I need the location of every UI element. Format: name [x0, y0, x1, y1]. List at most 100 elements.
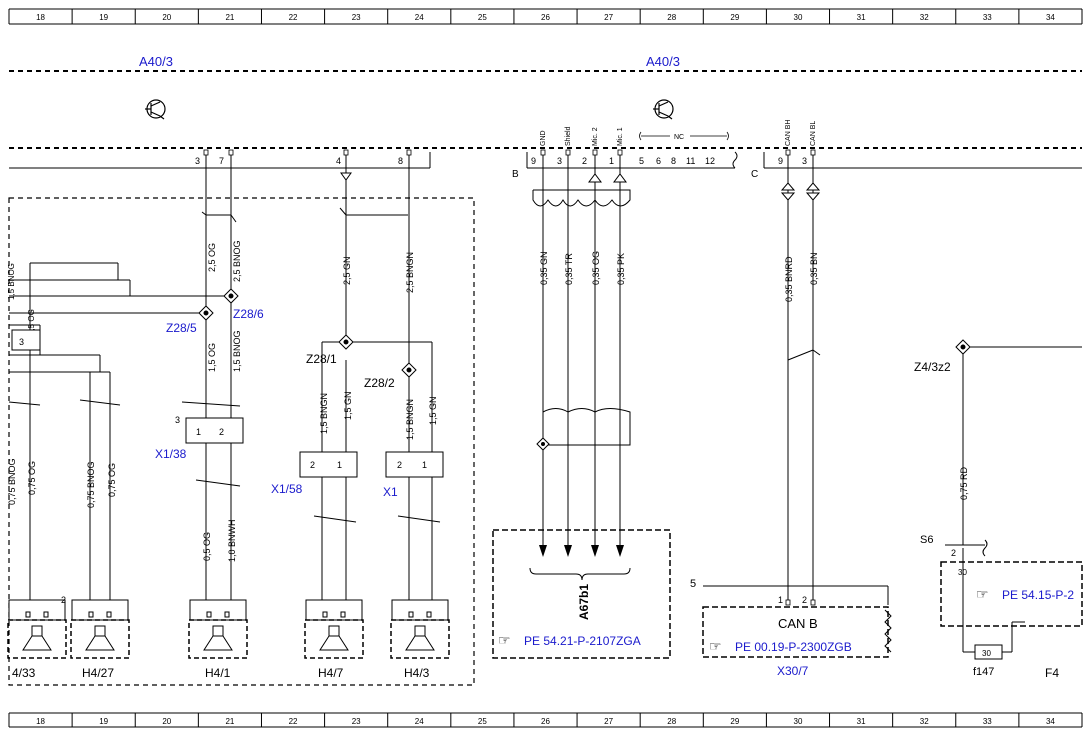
speaker-enclosure	[8, 197, 475, 686]
pin-label: 4	[336, 156, 341, 166]
pin-label: 3	[195, 156, 200, 166]
pin-label: 30	[958, 568, 967, 577]
speaker-label: H4/7	[318, 666, 344, 680]
pin-label: 9	[778, 156, 783, 166]
grid-bottom	[9, 712, 1082, 728]
nc-bracket	[639, 131, 729, 141]
module-label-right: A40/3	[646, 54, 680, 69]
nc-label: NC	[674, 134, 684, 141]
a67b1-brace	[529, 567, 631, 581]
signal-label: CAN BH	[785, 120, 792, 146]
grid-column-label: 26	[541, 13, 550, 22]
pin-label: 3	[19, 337, 24, 347]
node-label: Z28/5	[166, 321, 197, 335]
grid-column-label: 21	[225, 13, 234, 22]
svg-text:☞: ☞	[498, 632, 511, 648]
node-label: Z4/3z2	[914, 360, 951, 374]
connector-label: X1	[383, 485, 398, 499]
grid-column-label: 29	[730, 13, 739, 22]
wire-label: 2,5 BNOG	[232, 240, 242, 282]
hand-pointer-icon: ☞	[498, 632, 511, 648]
signal-label: Mic. 2	[592, 127, 599, 146]
grid-column-label: 18	[36, 717, 45, 726]
connector-label: X30/7	[777, 664, 809, 678]
grid-column-label: 25	[478, 717, 487, 726]
fuse-f147	[974, 644, 1003, 660]
node-label: Z28/6	[233, 307, 264, 321]
right-block-box	[940, 561, 1083, 627]
grid-column-label: 20	[162, 717, 171, 726]
grid-column-label: 34	[1046, 717, 1055, 726]
wire-label: 0,35 GN	[539, 251, 549, 285]
hand-pointer-icon: ☞	[709, 638, 722, 654]
grid-column-label: 31	[857, 717, 866, 726]
transistor-icon	[653, 99, 674, 120]
can-b-break	[884, 609, 892, 653]
can-b-box	[702, 606, 889, 658]
svg-text:☞: ☞	[976, 586, 989, 602]
can-b-ref-link[interactable]: PE 00.19-P-2300ZGB	[735, 640, 852, 654]
wire-label: 0,35 PK	[616, 253, 626, 285]
speaker-label: H4/1	[205, 666, 231, 680]
speaker-label: H4/27	[82, 666, 114, 680]
pin-label: 3	[557, 156, 562, 166]
pin-label: 1	[337, 460, 342, 470]
pin-label: 6	[656, 156, 661, 166]
wire-lines	[8, 155, 1082, 653]
pin-label: 12	[705, 156, 715, 166]
wire-label: 1,5 BNOG	[232, 330, 242, 372]
speaker-icon	[304, 599, 364, 659]
pin-label: 9	[531, 156, 536, 166]
pin-marker	[785, 599, 791, 606]
grid-column-label: 30	[794, 717, 803, 726]
wire-label: 0,75 RD	[959, 466, 969, 500]
grid-column-label: 23	[352, 717, 361, 726]
grid-column-label: 23	[352, 13, 361, 22]
can-b-label: CAN B	[778, 616, 818, 631]
node-label: Z28/1	[306, 352, 337, 366]
pin-label: 11	[686, 156, 695, 166]
right-ref-link[interactable]: PE 54.15-P-2	[1002, 588, 1074, 602]
wire-label: 1,5 OG	[27, 309, 36, 335]
connector-label: X1/58	[271, 482, 303, 496]
speaker-label: H4/3	[404, 666, 430, 680]
s6-label: S6	[920, 534, 933, 546]
pin-label: 2	[397, 460, 402, 470]
grid-column-label: 28	[667, 717, 676, 726]
a67b1-ref-link[interactable]: PE 54.21-P-2107ZGA	[524, 634, 641, 648]
splice-node	[198, 288, 971, 451]
grid-column-label: 28	[667, 13, 676, 22]
wire-label-group: 2,5 OG 2,5 BNOG 1,5 OG 1,5 BNOG 2,5 GN 2…	[7, 240, 969, 562]
grid-column-label: 22	[289, 13, 298, 22]
wire-label: 1,5 GN	[428, 396, 438, 425]
wire-label: 0,75 OG	[107, 463, 117, 497]
connector-b-strip	[526, 151, 738, 169]
wire-label: 1,5 BNGN	[319, 393, 329, 434]
wire-label: 2,5 BNGN	[405, 252, 415, 293]
grid-column-label: 27	[604, 717, 613, 726]
wire-label: 2,5 GN	[342, 256, 352, 285]
grid-column-label: 29	[730, 717, 739, 726]
grid-column-label: 33	[983, 13, 992, 22]
grid-column-label: 24	[415, 717, 424, 726]
pin-label: 2	[310, 460, 315, 470]
wire-label: 0,35 BN	[809, 252, 819, 285]
pin-label: 5	[639, 156, 644, 166]
speaker-icon	[390, 599, 450, 659]
grid-column-label: 27	[604, 13, 613, 22]
grid-column-label: 30	[794, 13, 803, 22]
grid-column-label: 22	[289, 717, 298, 726]
node-label: Z28/2	[364, 376, 395, 390]
grid-column-label: 19	[99, 717, 108, 726]
grid-column-label: 32	[920, 717, 929, 726]
speakers	[7, 599, 450, 659]
connector-blocks	[11, 329, 444, 478]
grid-column-label: 20	[162, 13, 171, 22]
wire-label: 0,35 OG	[591, 251, 601, 285]
wire-label: 0,75 BNOG	[7, 458, 17, 505]
hand-pointer-icon: ☞	[976, 586, 989, 602]
